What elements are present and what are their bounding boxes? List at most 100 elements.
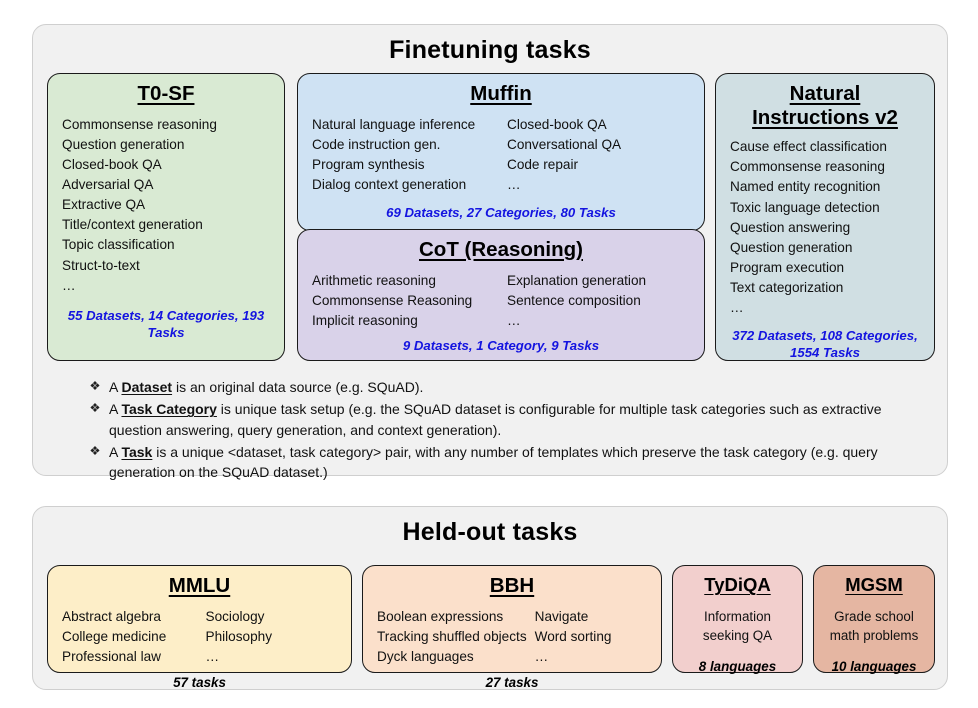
list-item: Question answering (730, 219, 851, 235)
list-item: Named entity recognition (730, 179, 881, 195)
task-list-cot-left: Arithmetic reasoning Commonsense Reasoni… (312, 271, 499, 331)
list-item: Program execution (730, 259, 845, 275)
list-item: Text categorization (730, 279, 844, 295)
list-item: Title/context generation (62, 217, 203, 233)
list-item: Information (704, 608, 771, 624)
stats-natural-instructions-v2: 372 Datasets, 108 Categories, 1554 Tasks (732, 327, 918, 360)
list-item: Grade school (834, 608, 914, 624)
definition-prefix: A (109, 401, 122, 418)
card-title-muffin: Muffin (470, 82, 532, 105)
card-natural-instructions-v2: Natural Instructions v2 Cause effect cla… (715, 73, 935, 361)
task-list-mmlu-left: Abstract algebra College medicine Profes… (62, 607, 198, 667)
card-title-mmlu: MMLU (168, 574, 231, 597)
list-item: Struct-to-text (62, 257, 140, 273)
stats-mmlu: 57 tasks (173, 675, 226, 691)
card-mgsm: MGSM Grade school math problems 10 langu… (813, 565, 935, 674)
list-item: Word sorting (534, 629, 612, 645)
task-list-t0-sf: Commonsense reasoning Question generatio… (58, 115, 274, 295)
list-item: Commonsense reasoning (62, 117, 217, 133)
list-item-ellipsis: … (507, 313, 522, 329)
list-item: Dyck languages (377, 649, 474, 665)
card-title-tydiqa: TyDiQA (704, 574, 771, 595)
definition-text-task: A Task is a unique <dataset, task catego… (109, 442, 937, 483)
task-list-natural-instructions-v2: Cause effect classification Commonsense … (726, 137, 924, 317)
held-out-tasks-panel: Held-out tasks MMLU Abstract algebra Col… (32, 506, 948, 690)
list-item-ellipsis: … (62, 277, 77, 293)
card-muffin: Muffin Natural language inference Code i… (297, 73, 705, 231)
list-item-ellipsis: … (205, 649, 220, 665)
definition-row-dataset: ❖ A Dataset is an original data source (… (81, 377, 937, 397)
card-t0-sf: T0-SF Commonsense reasoning Question gen… (47, 73, 285, 361)
list-item: Philosophy (205, 629, 273, 645)
list-item: Tracking shuffled objects (377, 629, 527, 645)
list-item: Commonsense Reasoning (312, 293, 473, 309)
card-cot-reasoning: CoT (Reasoning) Arithmetic reasoning Com… (297, 229, 705, 361)
card-title-t0-sf: T0-SF (137, 82, 195, 105)
list-item: Professional law (62, 649, 161, 665)
task-list-cot-right: Explanation generation Sentence composit… (507, 271, 694, 331)
definition-text-task-category: A Task Category is unique task setup (e.… (109, 399, 937, 440)
finetuning-panel-title: Finetuning tasks (389, 36, 591, 64)
list-item: Implicit reasoning (312, 313, 418, 329)
card-bbh: BBH Boolean expressions Tracking shuffle… (362, 565, 662, 690)
stats-t0-sf: 55 Datasets, 14 Categories, 193 Tasks (67, 307, 265, 340)
list-item: Navigate (534, 609, 589, 625)
list-item: Extractive QA (62, 197, 146, 213)
card-title-cot-reasoning: CoT (Reasoning) (419, 238, 583, 261)
list-item: math problems (829, 628, 919, 644)
list-item-ellipsis: … (507, 177, 522, 193)
card-title-mgsm: MGSM (845, 574, 903, 595)
list-item: Commonsense reasoning (730, 159, 885, 175)
list-item: College medicine (62, 629, 167, 645)
definitions-list: ❖ A Dataset is an original data source (… (81, 377, 937, 484)
list-item: Topic classification (62, 237, 175, 253)
diamond-bullet-icon: ❖ (89, 443, 101, 458)
stats-cot: 9 Datasets, 1 Category, 9 Tasks (402, 338, 600, 354)
list-item: Closed-book QA (62, 157, 162, 173)
definition-suffix: is an original data source (e.g. SQuAD). (172, 379, 424, 395)
stats-bbh: 27 tasks (485, 675, 539, 691)
card-tydiqa: TyDiQA Information seeking QA 8 language… (672, 565, 803, 674)
definition-suffix: is unique task setup (e.g. the SQuAD dat… (109, 401, 882, 438)
list-item: Question generation (730, 239, 853, 255)
definition-suffix: is a unique <dataset, task category> pai… (109, 443, 878, 481)
definition-term: Task (121, 443, 153, 460)
diamond-bullet-icon: ❖ (89, 379, 101, 393)
card-title-bbh: BBH (489, 574, 535, 597)
list-item: Boolean expressions (377, 609, 504, 625)
list-item: Adversarial QA (62, 177, 154, 193)
finetuning-tasks-panel: Finetuning tasks T0-SF Commonsense reaso… (32, 24, 948, 480)
task-list-muffin-left: Natural language inference Code instruct… (312, 115, 499, 195)
definition-prefix: A (109, 443, 122, 460)
card-title-natural-instructions-v2: Natural Instructions v2 (726, 82, 924, 130)
list-item-ellipsis: … (730, 299, 745, 315)
definition-prefix: A (109, 379, 122, 395)
definition-text-dataset: A Dataset is an original data source (e.… (109, 377, 937, 397)
list-item: Natural language inference (312, 117, 476, 133)
stats-mgsm: 10 languages (831, 658, 917, 674)
list-item: Sociology (205, 609, 265, 625)
list-item: Sentence composition (507, 293, 641, 309)
list-item: Dialog context generation (312, 177, 467, 193)
task-list-muffin: Natural language inference Code instruct… (308, 115, 694, 195)
diamond-bullet-icon: ❖ (89, 401, 101, 416)
definition-row-task-category: ❖ A Task Category is unique task setup (… (81, 399, 937, 440)
list-item: Explanation generation (507, 273, 647, 289)
task-list-mmlu-right: Sociology Philosophy … (206, 607, 342, 667)
list-item: Code instruction gen. (312, 137, 441, 153)
list-item: Closed-book QA (507, 117, 607, 133)
task-list-mmlu: Abstract algebra College medicine Profes… (58, 607, 341, 667)
task-list-muffin-right: Closed-book QA Conversational QA Code re… (507, 115, 694, 195)
list-item: Abstract algebra (62, 609, 161, 625)
list-item: Code repair (507, 157, 579, 173)
definition-row-task: ❖ A Task is a unique <dataset, task cate… (81, 442, 937, 483)
task-list-tydiqa: Information seeking QA (683, 607, 792, 646)
task-list-mgsm: Grade school math problems (824, 607, 924, 646)
list-item: seeking QA (702, 628, 773, 644)
stats-tydiqa: 8 languages (698, 658, 777, 674)
card-mmlu: MMLU Abstract algebra College medicine P… (47, 565, 352, 690)
task-list-bbh: Boolean expressions Tracking shuffled ob… (373, 607, 651, 667)
list-item: Question generation (62, 137, 185, 153)
task-list-cot: Arithmetic reasoning Commonsense Reasoni… (308, 271, 694, 331)
list-item: Conversational QA (507, 137, 622, 153)
